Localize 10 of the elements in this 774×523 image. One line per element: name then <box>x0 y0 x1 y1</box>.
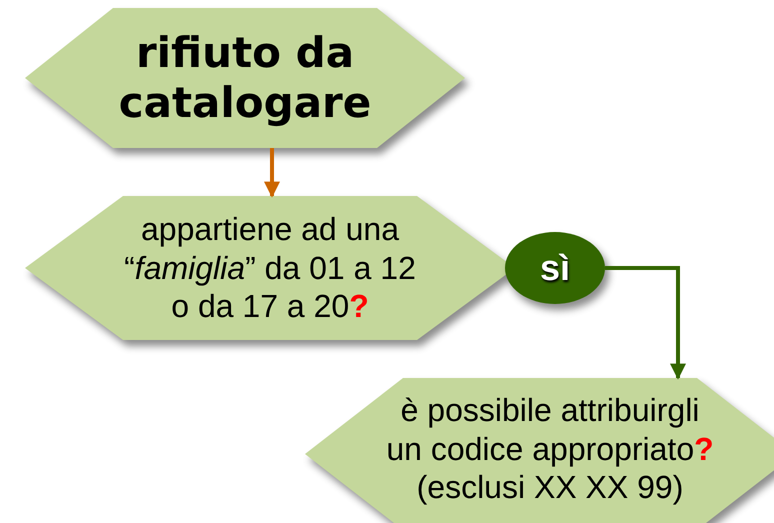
question-text: appartiene ad una “famiglia” da 01 a 12 o da 17 a 20? <box>123 210 417 326</box>
process-hexagon <box>25 8 465 148</box>
answer-label: sì <box>540 247 570 289</box>
arrow <box>264 148 280 198</box>
question-text: (esclusi XX XX 99) <box>416 468 684 507</box>
step-text: rifiuto da catalogare <box>118 28 372 128</box>
question-text: è possibile attribuirgli un codice appropriato? <box>385 391 715 468</box>
answer-ellipse <box>505 232 605 304</box>
arrow <box>605 266 686 380</box>
decision-hexagon <box>305 378 774 523</box>
